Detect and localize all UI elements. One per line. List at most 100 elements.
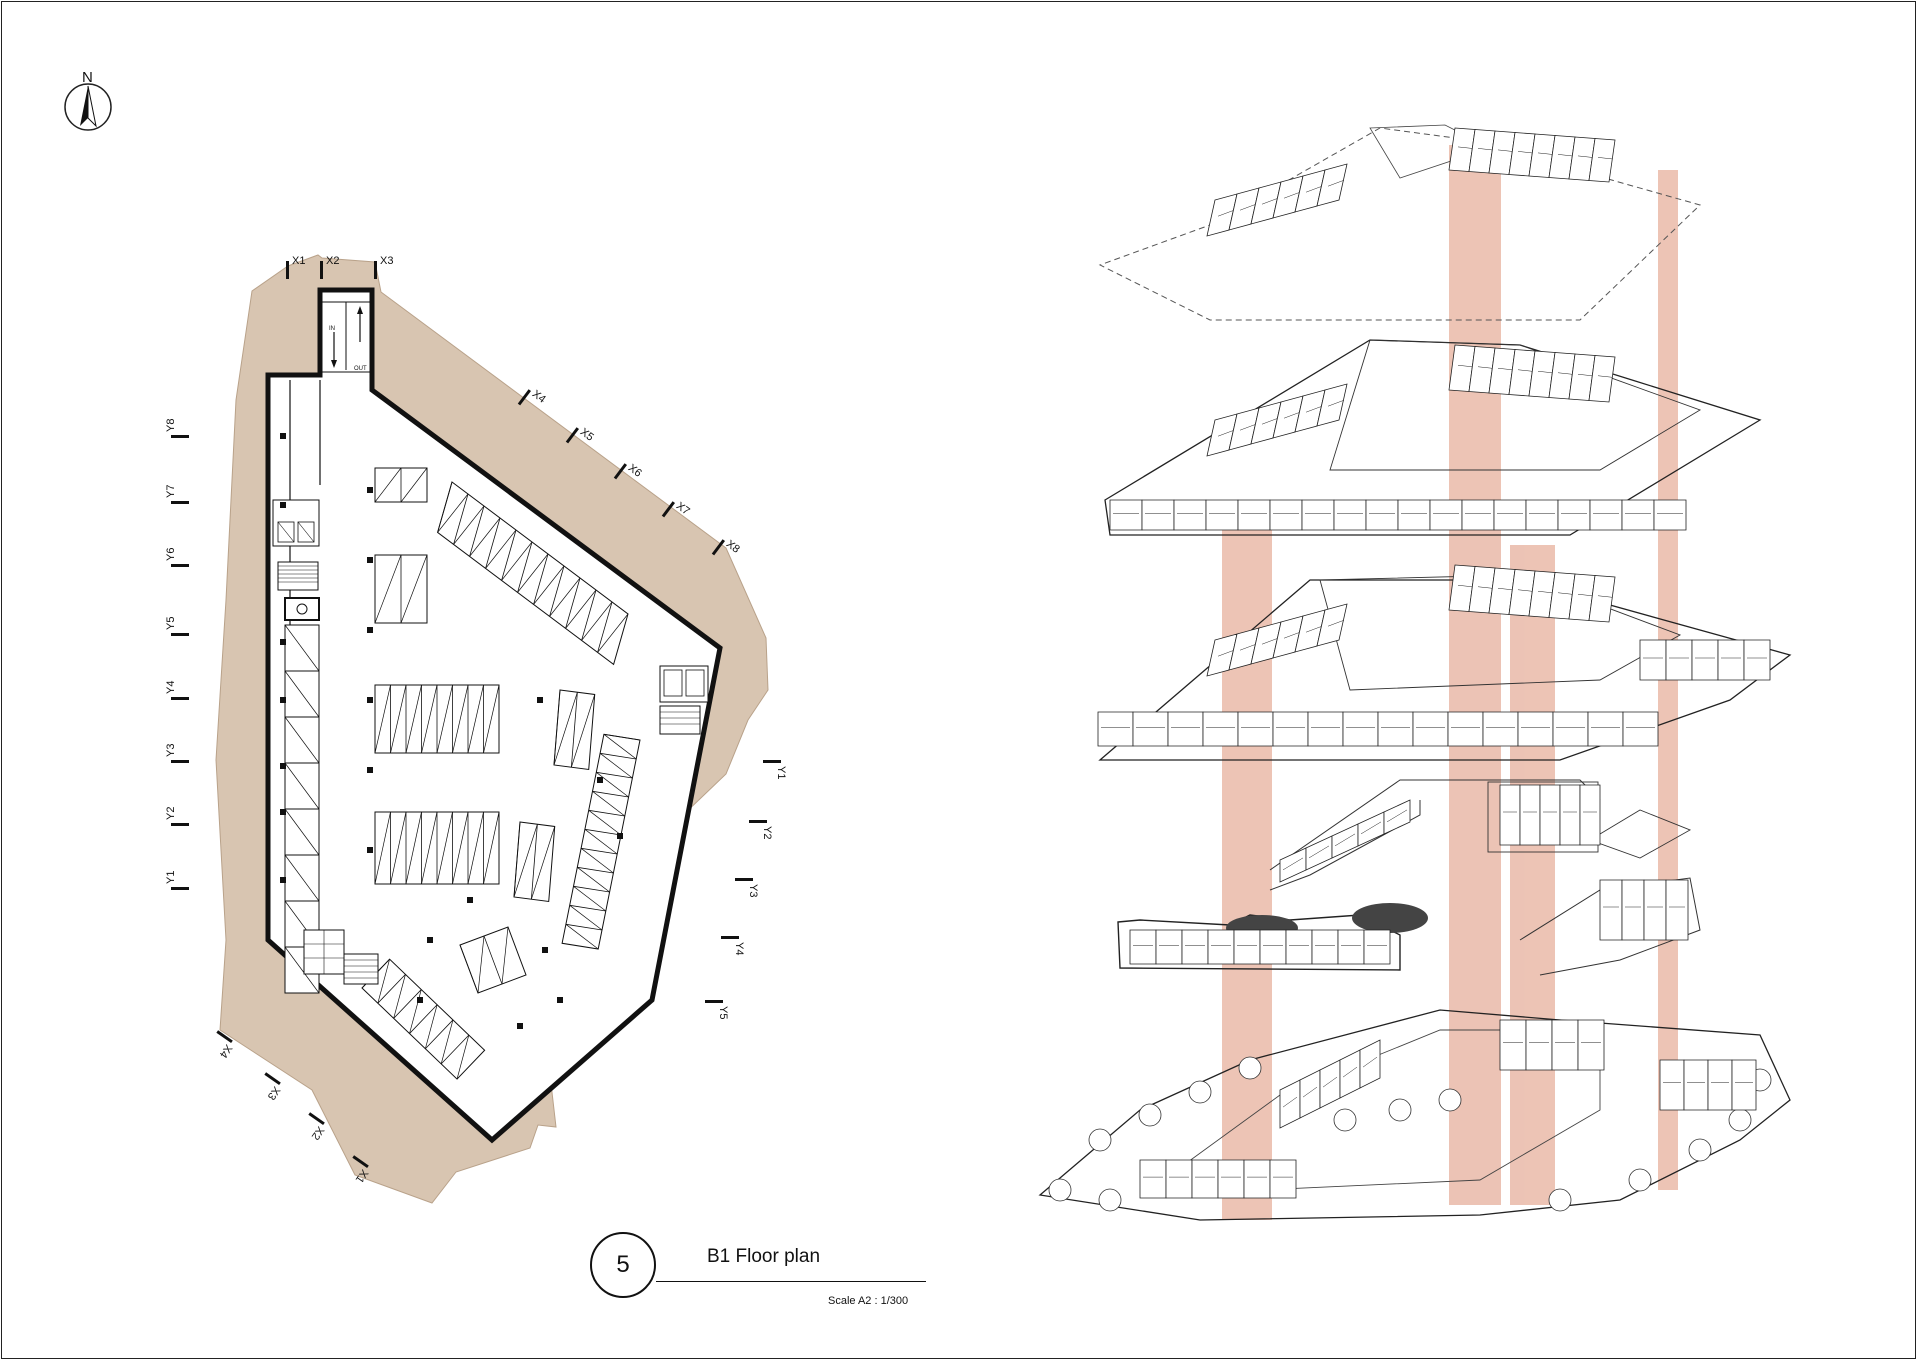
- tree-symbol: [1438, 1088, 1462, 1112]
- axon-room: [1333, 499, 1367, 531]
- grid-marker-right: Y3: [735, 878, 759, 897]
- axon-room: [1482, 711, 1519, 747]
- parking-bays-central-south: [459, 926, 527, 994]
- axon-room: [1279, 847, 1307, 883]
- grid-marker-left: Y1: [165, 871, 189, 890]
- axon-room: [1109, 499, 1143, 531]
- axon-room: [1316, 163, 1348, 207]
- axon-room: [1665, 639, 1693, 681]
- column-marker: [367, 487, 373, 493]
- axon-room: [1132, 711, 1169, 747]
- axon-level-5: [1104, 339, 1762, 536]
- axon-room: [1643, 879, 1667, 941]
- axon-room: [1429, 499, 1463, 531]
- column-marker: [280, 502, 286, 508]
- axon-room: [1141, 499, 1175, 531]
- column-marker: [280, 877, 286, 883]
- axon-room: [1525, 499, 1559, 531]
- grid-tick-label: Y4: [733, 942, 745, 955]
- column-marker: [537, 697, 543, 703]
- column-marker: [367, 697, 373, 703]
- axon-room: [1683, 1059, 1709, 1111]
- grid-tick-label: X4: [217, 1042, 235, 1060]
- axon-room: [1691, 639, 1719, 681]
- axon-room: [1363, 929, 1391, 965]
- axon-room: [1301, 499, 1335, 531]
- tree-symbol: [1728, 1108, 1752, 1132]
- grid-tick-label: Y5: [165, 617, 177, 630]
- parking-bays-central-row-1: [374, 684, 500, 754]
- west-parking-strip: [284, 624, 320, 994]
- tree-symbol: [1098, 1188, 1122, 1212]
- axon-room: [1339, 1049, 1361, 1099]
- access-ramp: IN OUT: [321, 301, 371, 373]
- grid-marker-top: X2: [320, 255, 339, 279]
- drawing-title-block: 5 B1 Floor plan Scale A2 : 1/300: [590, 1232, 950, 1322]
- grid-tick-label: X1: [292, 255, 305, 267]
- parking-bays-south: [361, 958, 486, 1080]
- column-marker: [557, 997, 563, 1003]
- axon-room: [1557, 499, 1591, 531]
- axon-room: [1587, 711, 1624, 747]
- column-marker: [517, 1023, 523, 1029]
- axon-room: [1707, 1059, 1733, 1111]
- column-marker: [367, 767, 373, 773]
- axon-room: [1621, 879, 1645, 941]
- grid-tick-label: Y6: [165, 548, 177, 561]
- axon-room: [1589, 499, 1623, 531]
- axon-room: [1316, 383, 1348, 427]
- axon-room: [1173, 499, 1207, 531]
- grid-marker-left: Y6: [165, 548, 189, 567]
- grid-tick-label: X2: [326, 255, 339, 267]
- parking-bays-east: [561, 733, 641, 950]
- tree-symbol: [1048, 1178, 1072, 1202]
- column-marker: [367, 627, 373, 633]
- tree-symbol: [1388, 1098, 1412, 1122]
- southwest-stair-core: [303, 929, 379, 985]
- ramp-out-label: OUT: [354, 366, 367, 372]
- axon-room: [1397, 499, 1431, 531]
- axon-room: [1207, 929, 1235, 965]
- column-marker: [367, 557, 373, 563]
- parking-bays-central-row-2: [374, 811, 500, 885]
- axon-room: [1552, 711, 1589, 747]
- tree-symbol: [1238, 1056, 1262, 1080]
- axon-level-1-site: [1038, 1009, 1791, 1221]
- axon-room: [1319, 1059, 1341, 1109]
- axon-room: [1316, 603, 1348, 647]
- grid-marker-right: Y4: [721, 936, 745, 955]
- axon-room: [1412, 711, 1449, 747]
- axon-room: [1285, 929, 1313, 965]
- axon-room: [1202, 711, 1239, 747]
- grid-tick-label: X3: [265, 1084, 283, 1102]
- grid-marker-left: Y7: [165, 485, 189, 504]
- grid-tick-label: Y4: [165, 681, 177, 694]
- column-marker: [280, 433, 286, 439]
- grid-marker-left: Y2: [165, 807, 189, 826]
- tree-symbol: [1548, 1188, 1572, 1212]
- core-highlight-bands: [1222, 145, 1678, 1220]
- column-marker: [280, 763, 286, 769]
- column-marker: [617, 833, 623, 839]
- parking-bay: [284, 624, 320, 672]
- axon-room: [1279, 1079, 1301, 1129]
- axon-room: [1588, 138, 1616, 183]
- column-marker: [542, 947, 548, 953]
- grid-tick-label: Y3: [747, 884, 759, 897]
- axon-room: [1269, 1159, 1297, 1199]
- axon-room: [1191, 1159, 1219, 1199]
- drawing-number: 5: [590, 1232, 656, 1298]
- axon-room: [1665, 879, 1689, 941]
- column-marker: [597, 777, 603, 783]
- axon-room: [1237, 711, 1274, 747]
- axon-level-2: [1117, 877, 1701, 976]
- title-rule: [656, 1281, 926, 1282]
- parking-bay: [284, 762, 320, 810]
- grid-marker-right: Y5: [705, 1000, 729, 1019]
- axon-room: [1659, 1059, 1685, 1111]
- drawing-scale: Scale A2 : 1/300: [828, 1295, 909, 1307]
- axon-room: [1588, 355, 1616, 403]
- axon-room: [1129, 929, 1157, 965]
